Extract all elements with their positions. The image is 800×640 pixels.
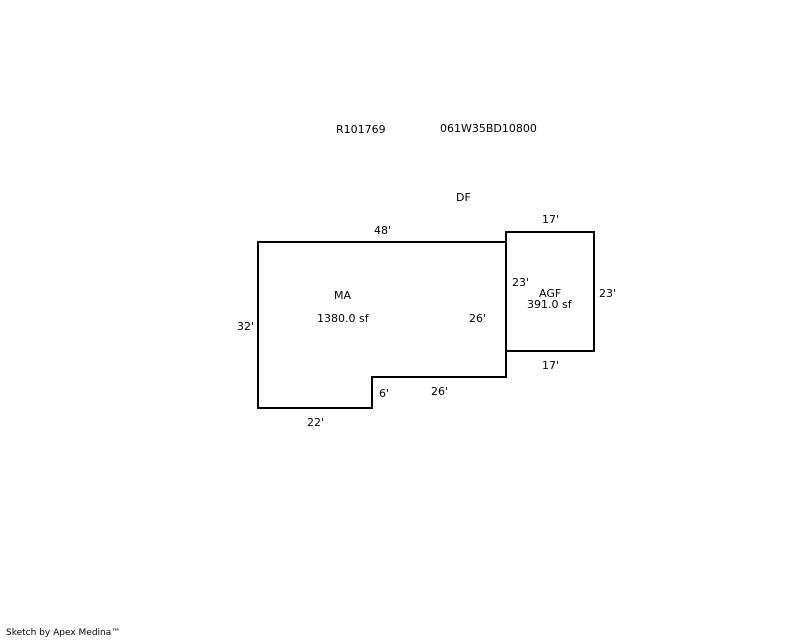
main-area-code: MA [334,289,351,302]
main-dim-left: 32' [237,320,254,333]
garage-area-code: AGF [539,287,561,300]
garage-dim-left: 23' [512,276,529,289]
main-dim-notch-vertical: 6' [379,387,389,400]
main-dim-bottom: 22' [307,416,324,429]
map-tax-lot-label: 061W35BD10800 [440,122,537,135]
garage-dim-right: 23' [599,287,616,300]
main-dim-right: 26' [469,312,486,325]
main-dim-notch-horizontal: 26' [431,385,448,398]
garage-area-outline [505,231,595,352]
main-dim-top: 48' [374,224,391,237]
garage-dim-bottom: 17' [542,359,559,372]
account-id-label: R101769 [336,123,386,136]
garage-dim-top: 17' [542,213,559,226]
main-area-outline [257,241,507,409]
main-area-size: 1380.0 sf [317,312,370,325]
sketch-credit: Sketch by Apex Medina™ [6,628,121,638]
garage-area-size: 391.0 sf [527,298,573,311]
structure-label: DF [456,191,471,204]
